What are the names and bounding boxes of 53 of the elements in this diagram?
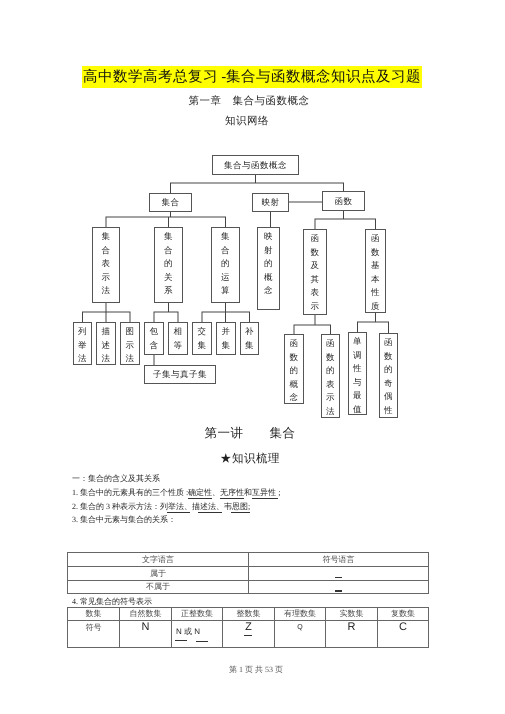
concept-box: 集合的关系 bbox=[154, 227, 183, 303]
concept-box: 函数及其表示 bbox=[303, 229, 327, 315]
body-text: 4. 常见集合的符号表示 bbox=[72, 596, 152, 606]
concept-box: 映射 bbox=[252, 193, 289, 212]
heading: ★知识梳理 bbox=[220, 452, 280, 467]
table-cell: N bbox=[119, 620, 172, 648]
concept-box: 函数的奇偶性 bbox=[379, 333, 398, 418]
heading: 知识网络 bbox=[225, 115, 269, 129]
body-text: 3. 集合中元素与集合的关系： bbox=[72, 514, 176, 524]
concept-box: 包含 bbox=[144, 322, 164, 355]
body-text: 一：集合的含义及其关系 bbox=[72, 472, 160, 484]
concept-box: 描述法 bbox=[96, 322, 116, 365]
title: 高中数学高考总复习 -集合与函数概念知识点及习题 bbox=[82, 66, 422, 88]
table-cell: C bbox=[377, 620, 429, 648]
concept-box: 集合表示法 bbox=[92, 227, 120, 303]
table-cell: 文字语言 bbox=[67, 552, 249, 567]
connector-line bbox=[270, 212, 271, 228]
concept-box: 函数基本性质 bbox=[365, 229, 386, 313]
table-cell: 数集 bbox=[67, 607, 120, 621]
concept-box: 图示法 bbox=[120, 322, 140, 365]
concept-box: 单调性与最值 bbox=[348, 332, 367, 415]
table-cell: R bbox=[325, 620, 378, 648]
connector-line bbox=[106, 302, 130, 322]
connector-line bbox=[255, 174, 344, 192]
concept-box: 集合 bbox=[149, 193, 192, 212]
concept-box: 列举法 bbox=[73, 322, 92, 365]
table-cell: 符号 bbox=[67, 620, 120, 648]
concept-box: 子集与真子集 bbox=[144, 365, 216, 384]
connector-line bbox=[314, 314, 331, 334]
heading: 第一章 集合与函数概念 bbox=[188, 95, 310, 109]
connector-line bbox=[168, 302, 178, 322]
body-text: 2. 集合的 3 种表示方法：列举法、描述法、韦恩图; bbox=[72, 500, 250, 512]
concept-box: 函数的表示法 bbox=[321, 334, 340, 418]
concept-box: 集合的运算 bbox=[211, 227, 240, 303]
concept-box: 相等 bbox=[168, 322, 188, 355]
connector-line bbox=[375, 312, 389, 334]
table-cell: Z bbox=[222, 620, 275, 648]
connector-line bbox=[343, 210, 376, 230]
concept-box: 函数的概念 bbox=[284, 334, 304, 404]
table-cell: 复数集 bbox=[377, 607, 429, 621]
concept-box: 集合与函数概念 bbox=[212, 155, 299, 175]
connector-line bbox=[170, 212, 226, 228]
concept-box: 补集 bbox=[240, 322, 259, 355]
connector-line bbox=[225, 302, 250, 322]
table-cell: 不属于 bbox=[67, 580, 249, 594]
concept-box: 并集 bbox=[216, 322, 236, 355]
body-text: 1. 集合中的元素具有的三个性质 :确定性、无序性和互异性 ; bbox=[72, 486, 280, 498]
heading: 第一讲 集合 bbox=[204, 424, 296, 442]
footer-text: 第 1 页 共 53 页 bbox=[229, 664, 283, 674]
concept-box: 函数 bbox=[322, 191, 365, 211]
table-cell: 符号语言 bbox=[248, 552, 429, 567]
concept-box: 映射的概念 bbox=[257, 227, 280, 310]
concept-box: 交集 bbox=[192, 322, 212, 355]
